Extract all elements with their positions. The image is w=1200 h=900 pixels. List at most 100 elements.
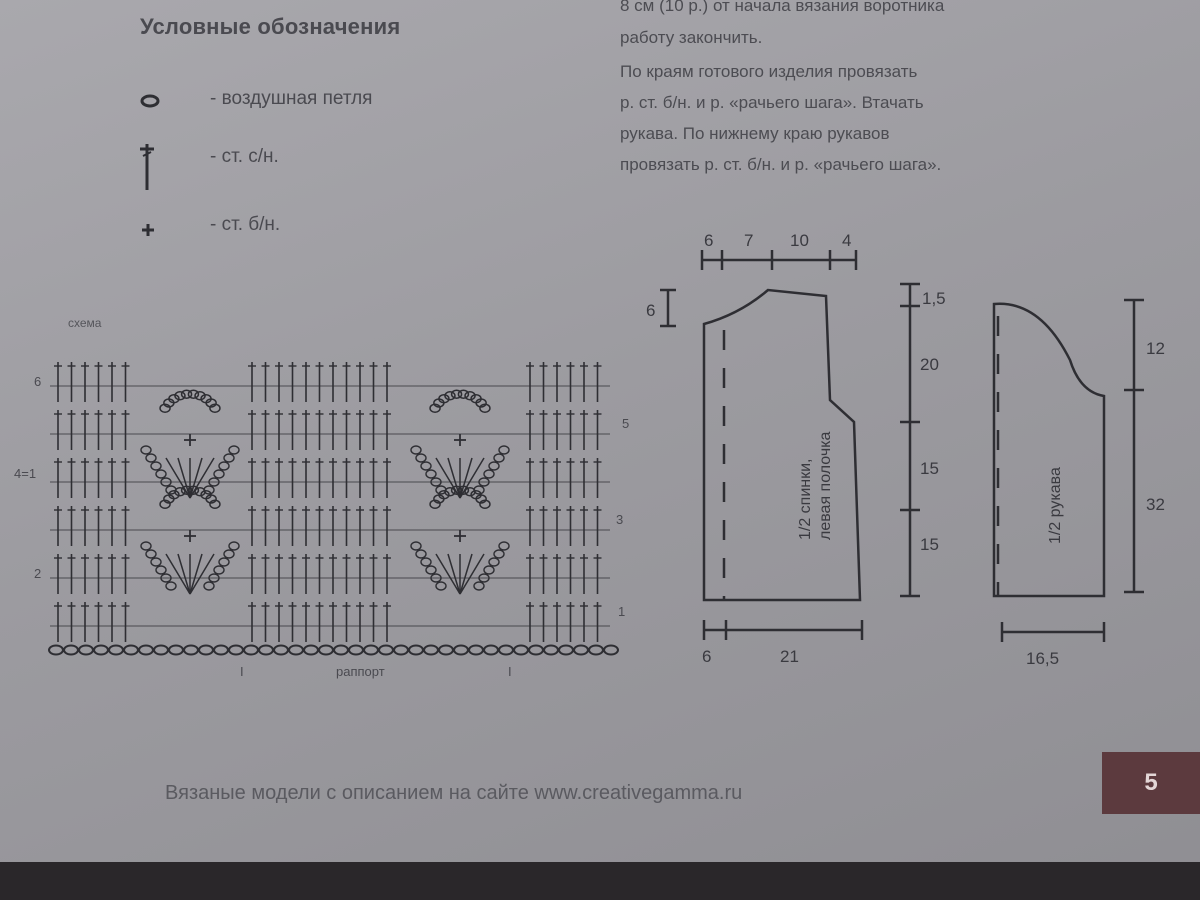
chart-label: схема [68,316,102,330]
foundation-chain-stitch [348,644,364,656]
chain-stitch-icon [140,94,160,108]
lace-chain-loop [200,489,212,500]
foundation-chain-stitch [378,644,394,656]
lace-chain-loop [140,445,152,455]
lace-chain-loop [429,403,441,413]
row-number-3: 3 [616,512,624,527]
foundation-chain-stitch [438,644,454,656]
lace-chain-loop [159,499,171,509]
lace-chain-loop [488,461,500,471]
lace-chain-loop [160,573,172,583]
top-dim-3: 10 [790,231,809,250]
foundation-chain-stitch [393,644,409,656]
lace-chain-loop [163,494,175,504]
lace-chain-loop [213,469,225,479]
lace-chain-loop [483,469,495,479]
foundation-chain-stitch [423,644,439,656]
instructions-line-2: работу закончить. [620,28,763,47]
lace-fan-stitch [165,457,191,499]
foundation-chain-stitch [603,644,619,656]
lace-chain-loop [223,549,235,559]
foundation-chain-stitch [258,644,274,656]
bottom-dim-1: 6 [702,647,711,666]
legend-label-double-crochet: - ст. с/н. [210,146,279,167]
lace-chain-loop [150,557,162,567]
foundation-chain-stitch [588,644,604,656]
lace-chain-loop [444,486,456,497]
lace-chain-loop [415,453,427,463]
lace-chain-loop [479,499,491,509]
foundation-chain-stitch [303,644,319,656]
lace-chain-loop [194,390,206,401]
lace-fan-stitch [189,553,215,595]
foundation-chain-stitch [123,644,139,656]
legend-title: Условные обозначения [140,14,401,39]
single-crochet-icon [142,224,154,236]
lace-chain-loop [444,390,456,401]
lace-chain-loop [457,485,470,495]
lace-chain-loop [145,549,157,559]
lace-chain-loop [174,486,186,497]
foundation-chain-stitch [48,644,64,656]
foundation-chain-stitch [483,644,499,656]
repeat-marker-right: I [508,664,512,679]
lace-chain-loop [203,581,215,591]
right-dim-1: 1,5 [922,289,946,308]
foundation-chain-stitch [333,644,349,656]
lace-chain-loop [208,477,220,487]
lace-chain-loop [498,445,510,455]
back-piece-label-2: левая полочка [817,431,834,540]
lace-chain-loop [174,390,186,401]
lace-chain-loop [187,389,200,399]
foundation-chain-stitch [453,644,469,656]
lace-chain-loop [479,403,491,413]
repeat-label: раппорт [336,664,385,679]
lace-chain-loop [187,485,200,495]
right-dim-3: 15 [920,459,939,478]
right-dim-2: 20 [920,355,939,374]
lace-chain-loop [464,486,476,497]
foundation-chain-stitch [573,644,589,656]
foundation-chain-stitch [198,644,214,656]
foundation-chain-stitch [408,644,424,656]
foundation-chain-stitch [543,644,559,656]
lace-chain-loop [430,573,442,583]
lace-chain-loop [228,445,240,455]
row-number-1: 1 [618,604,626,619]
lace-chain-loop [165,581,177,591]
lace-chain-loop [420,461,432,471]
foundation-chain-stitch [513,644,529,656]
row-number-4-1: 4=1 [14,466,37,481]
foundation-chain-stitch [318,644,334,656]
lace-chain-loop [194,486,206,497]
footer-website-text[interactable]: Вязаные модели с описанием на сайте www.… [165,782,743,804]
lace-chain-loop [155,469,167,479]
neck-depth-dim: 6 [646,301,655,320]
foundation-chain-stitch [228,644,244,656]
lace-chain-loop [410,541,422,551]
legend-label-chain: - воздушная петля [210,88,373,109]
foundation-chain-stitch [78,644,94,656]
lace-chain-loop [473,581,485,591]
repeat-marker-left: I [240,664,244,679]
foundation-chain-stitch [468,644,484,656]
lace-fan-stitch [189,457,215,499]
foundation-chain-stitch [273,644,289,656]
lace-fan-stitch [459,553,485,595]
lace-fan-stitch [447,553,461,595]
lace-chain-loop [415,549,427,559]
lace-chain-loop [425,469,437,479]
lace-fan-stitch [165,553,191,595]
foundation-chain-stitch [528,644,544,656]
top-dim-1: 6 [704,231,713,250]
lace-chain-loop [218,557,230,567]
lace-chain-loop [450,485,463,495]
lace-chain-loop [425,565,437,575]
lace-chain-loop [478,477,490,487]
lace-chain-loop [163,398,175,408]
instructions-line-1: 8 см (10 р.) от начала вязания воротника [620,0,945,15]
lace-chain-loop [433,398,445,408]
lace-chain-loop [159,403,171,413]
lace-chain-loop [470,489,482,500]
